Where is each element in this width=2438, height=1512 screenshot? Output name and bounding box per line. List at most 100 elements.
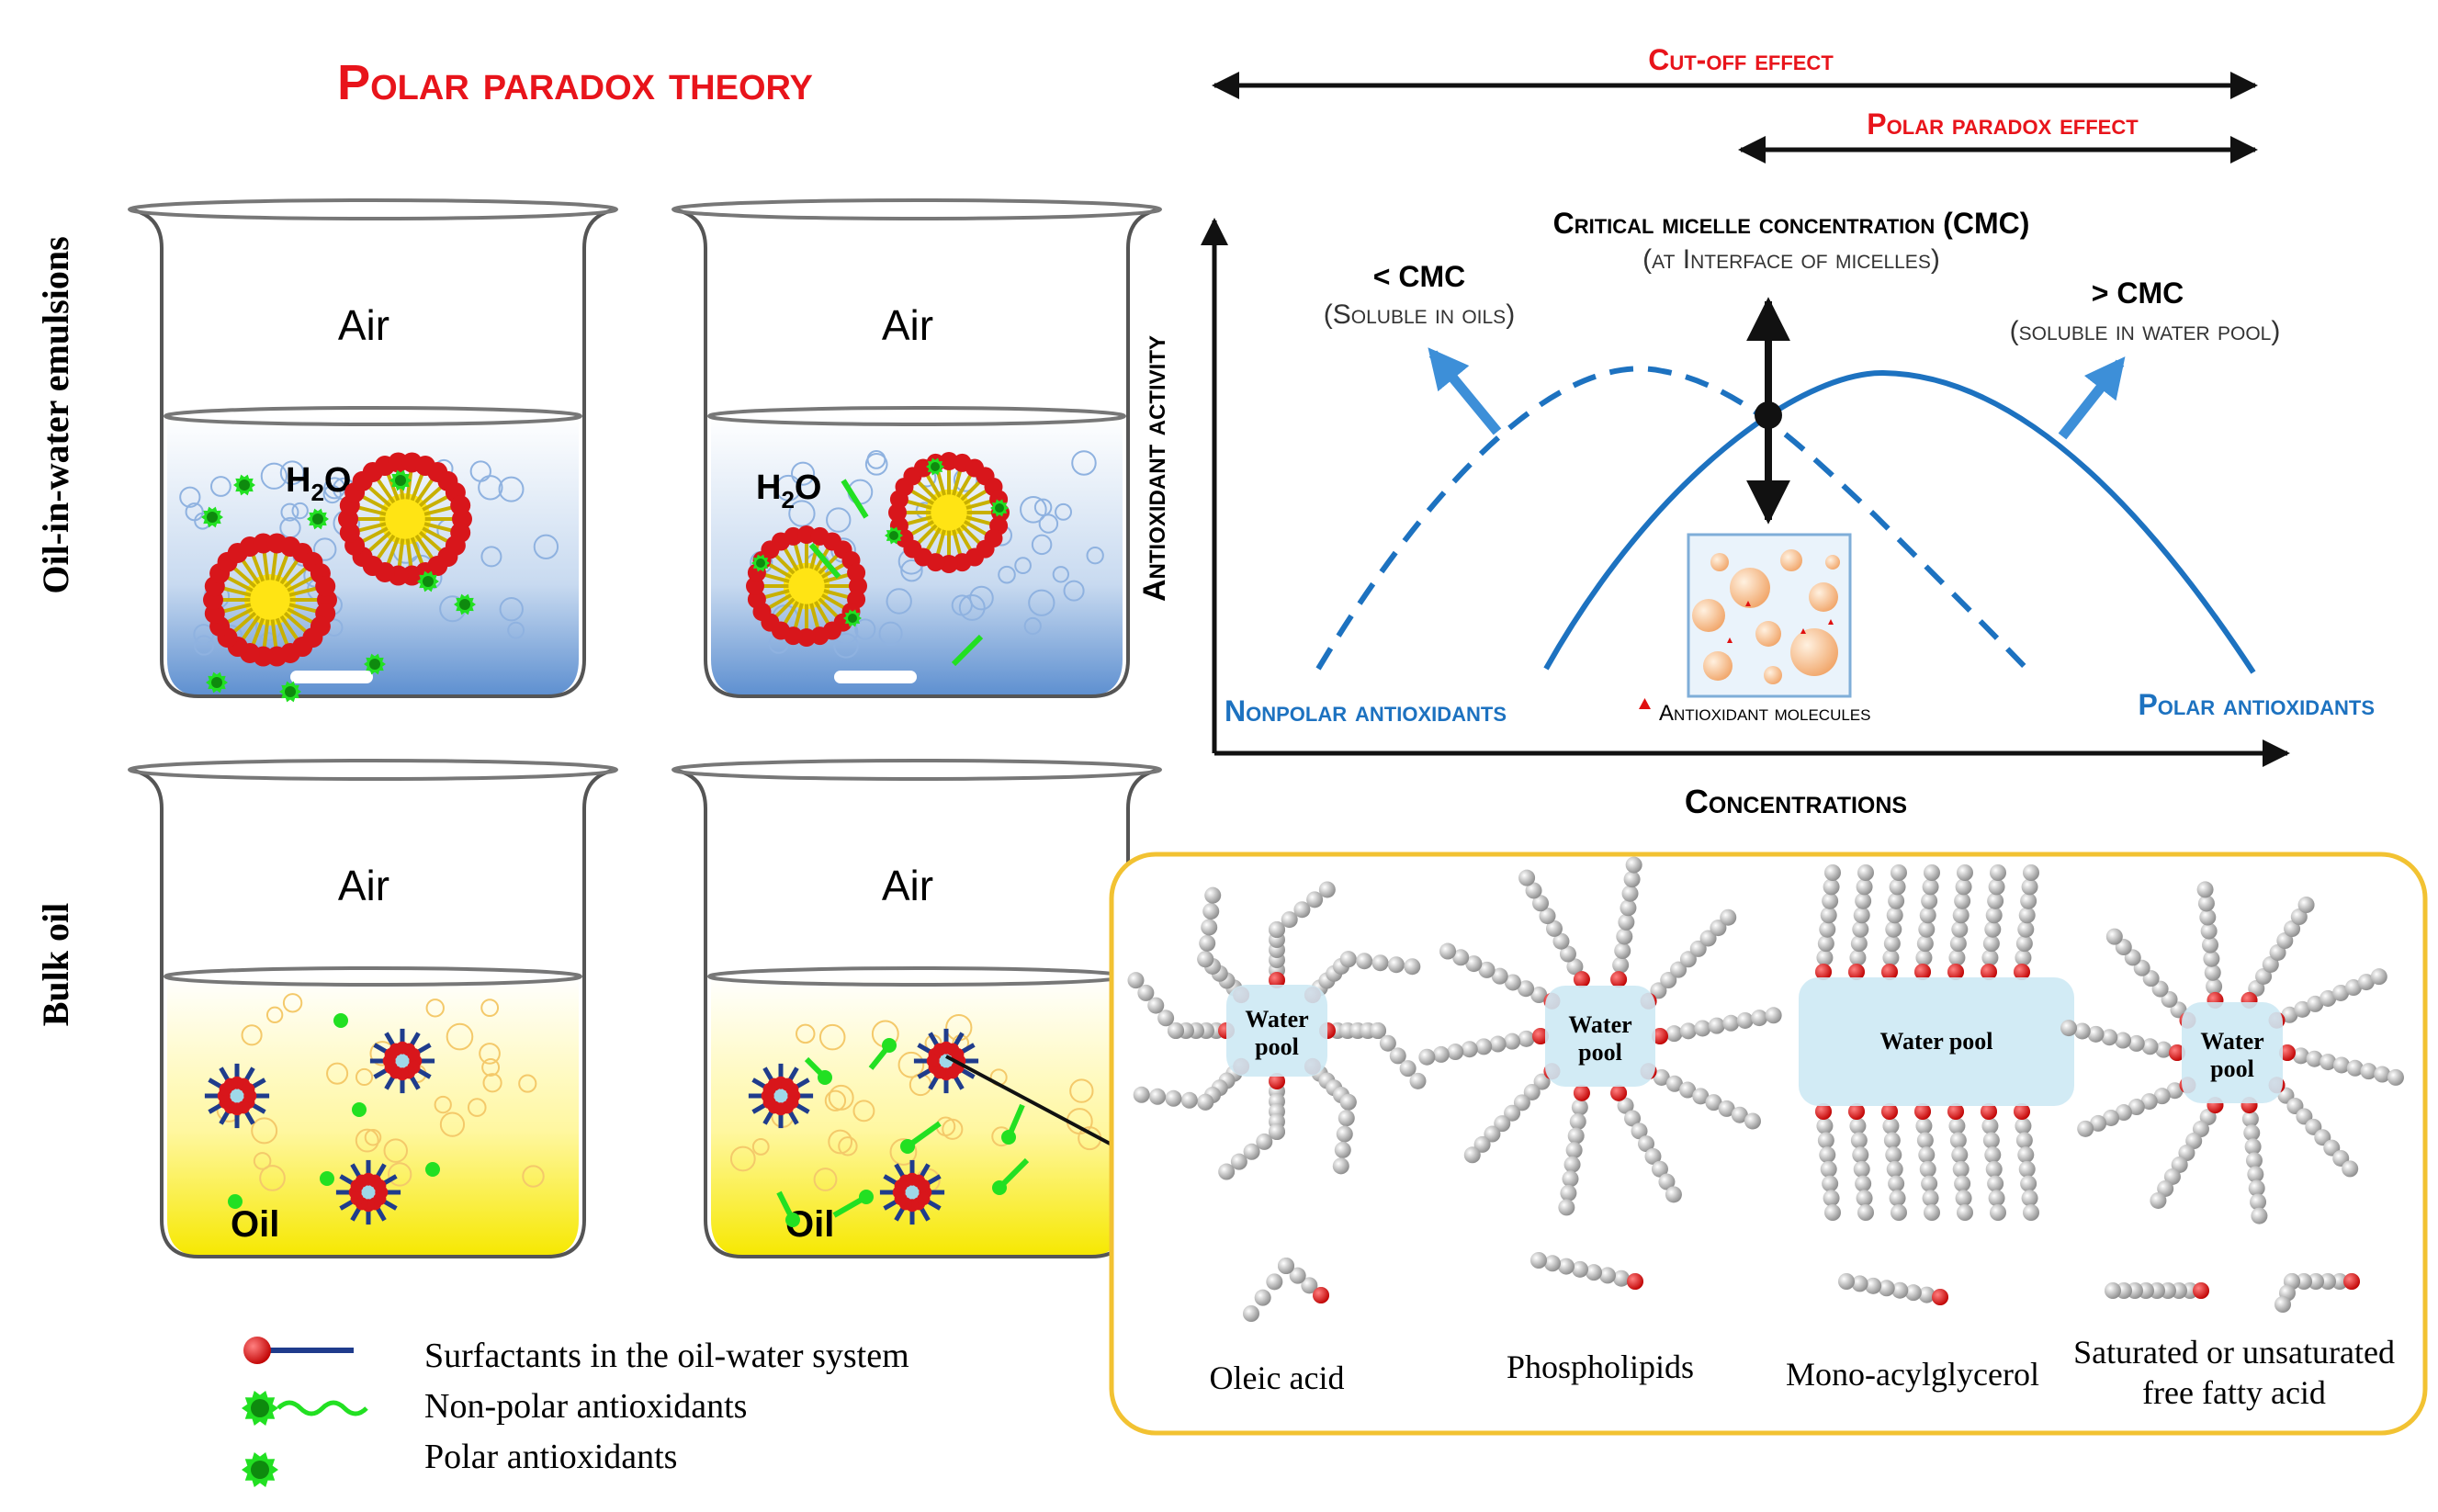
bubble xyxy=(838,1136,858,1157)
stir-bar xyxy=(834,671,917,683)
air-label: Air xyxy=(882,301,933,349)
legend-polar: Polar antioxidants xyxy=(424,1438,677,1476)
green-antioxidant xyxy=(364,653,386,675)
beaker-rim xyxy=(672,198,1162,220)
bubble xyxy=(1031,534,1053,556)
antioxidant-molecule-marker xyxy=(1639,698,1651,709)
water-pool-label: pool xyxy=(2210,1055,2254,1082)
polar-label: Polar antioxidants xyxy=(2138,688,2375,721)
inset-antioxidant xyxy=(1800,628,1806,634)
nonpolar-antioxidant-icon xyxy=(242,1391,368,1426)
bubble xyxy=(518,1074,537,1093)
bubble xyxy=(481,1058,501,1077)
beaker-rim xyxy=(128,759,618,781)
lipid-chain xyxy=(1127,972,1184,1039)
lipid-chain xyxy=(1652,1007,1782,1044)
liquid-surface xyxy=(164,406,582,426)
lipid-chain xyxy=(1815,1103,1841,1221)
green-antioxidant xyxy=(885,526,903,545)
micelle xyxy=(203,533,337,667)
lipid-chain xyxy=(1914,864,1940,980)
lipid-chain xyxy=(1914,1103,1940,1221)
micelle xyxy=(888,452,1010,573)
reverse-micelle xyxy=(748,1063,814,1129)
molecules-legend: Antioxidant molecules xyxy=(1659,701,1871,726)
water-pool-label: pool xyxy=(1255,1033,1299,1060)
bubble xyxy=(478,475,503,501)
lipid-chain xyxy=(1848,1103,1874,1221)
stir-bar xyxy=(290,671,373,683)
bubble xyxy=(1071,450,1097,476)
cmc-title: Critical micelle concentration (CMC) xyxy=(1553,207,2030,240)
antioxidant-head xyxy=(992,1180,1007,1195)
bubble xyxy=(322,484,342,504)
mol-label-phospholipids: Phospholipids xyxy=(1507,1348,1694,1385)
bubble xyxy=(479,1043,501,1065)
lipid-chain xyxy=(1197,886,1222,968)
gt-cmc-sub: (soluble in water pool) xyxy=(2010,316,2281,346)
lipid-chain xyxy=(1518,869,1590,988)
antioxidant-head xyxy=(882,1038,897,1053)
lipid-chain xyxy=(1370,1022,1427,1089)
reverse-micelle xyxy=(369,1028,435,1094)
beaker-rim xyxy=(672,759,1162,781)
row-label-emulsion: Oil-in-water emulsions xyxy=(35,236,76,593)
monoacylglycerol-micelle: Water pool xyxy=(1799,864,2074,1221)
antioxidant-head xyxy=(859,1190,874,1204)
bubble xyxy=(291,502,309,520)
cmc-subtitle: (at Interface of micelles) xyxy=(1642,244,1940,275)
lipid-chain xyxy=(1243,1258,1294,1322)
bubble xyxy=(355,1128,379,1153)
bubble xyxy=(282,993,303,1013)
air-label: Air xyxy=(338,862,389,909)
bubble xyxy=(439,1111,466,1137)
oil-phase xyxy=(711,976,1123,1257)
bubble xyxy=(260,462,288,490)
beaker-glass xyxy=(129,208,617,698)
bubble xyxy=(279,460,305,486)
micelle-inset xyxy=(1687,533,1852,698)
cmc-point xyxy=(1755,401,1782,429)
bubble xyxy=(434,1095,452,1114)
lipid-chain xyxy=(1881,1103,1907,1221)
inset-bubble xyxy=(1703,651,1733,681)
inset-bubble xyxy=(1790,628,1838,676)
bubble xyxy=(1069,1078,1094,1103)
monoacylglycerol-molecule xyxy=(1838,1273,1948,1305)
bubble xyxy=(897,1051,925,1078)
mol-label-ffa-2: free fatty acid xyxy=(2142,1374,2326,1411)
green-antioxidant xyxy=(454,593,476,615)
lipid-chain xyxy=(1848,864,1874,980)
inset-antioxidant xyxy=(1745,601,1751,606)
mol-label-monoacylglycerol: Mono-acylglycerol xyxy=(1786,1356,2039,1393)
gt-cmc-label: > CMC xyxy=(2092,276,2184,310)
reverse-micelle xyxy=(913,1028,979,1094)
nonpolar-antioxidant-star xyxy=(242,1391,278,1426)
row-label-bulk-oil: Bulk oil xyxy=(35,903,76,1027)
lipid-chain xyxy=(1133,1086,1214,1111)
beaker-rim xyxy=(128,198,618,220)
bubble xyxy=(824,1089,847,1111)
inset-bubble xyxy=(1764,666,1782,684)
bubble xyxy=(425,999,445,1018)
green-antioxidant xyxy=(233,474,255,496)
bubble xyxy=(774,474,802,502)
bubble xyxy=(818,1023,846,1051)
antioxidant-tail xyxy=(841,479,869,519)
green-antioxidant xyxy=(990,499,1009,517)
bubble xyxy=(507,621,525,639)
bubble xyxy=(265,1006,284,1024)
water-pool-label: pool xyxy=(1578,1039,1622,1066)
inset-bubble xyxy=(1755,621,1781,647)
bubble xyxy=(383,1138,409,1163)
water-pool-label: Water xyxy=(2200,1028,2263,1055)
green-antioxidant xyxy=(206,671,228,694)
lipid-chain xyxy=(1981,864,2006,980)
inset-bubble xyxy=(1780,549,1802,571)
micelle xyxy=(338,452,472,586)
bubble xyxy=(788,500,816,527)
bubble xyxy=(522,1165,545,1188)
